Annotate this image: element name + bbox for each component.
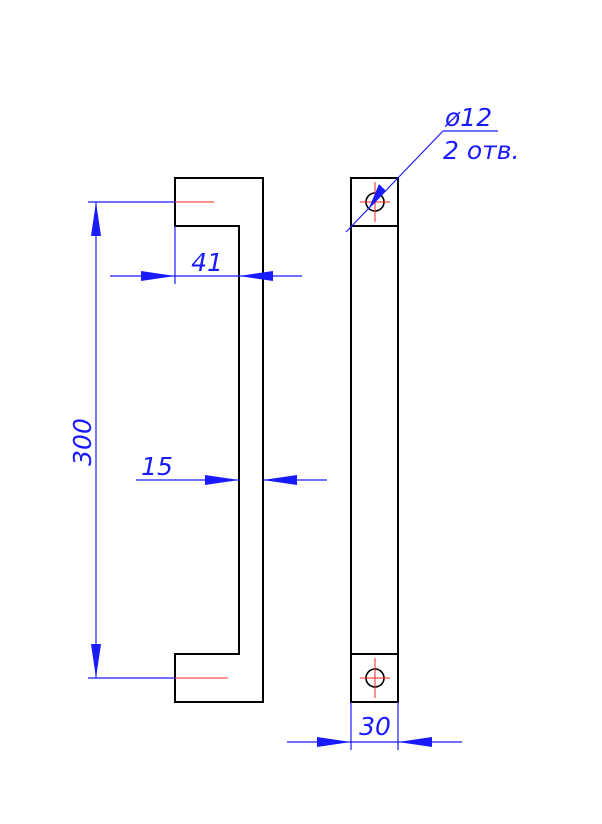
handle-side-outline (350, 177, 399, 703)
callout-leader (345, 130, 444, 233)
side-view (350, 177, 399, 703)
dimension-41: 41 (110, 226, 302, 284)
arrow-300-bottom (91, 644, 101, 678)
dimension-15: 15 (136, 452, 327, 485)
dimension-30: 30 (287, 702, 462, 750)
dimension-300: 300 (68, 201, 175, 679)
dim-label-30: 30 (359, 712, 391, 741)
arrow-41-right (239, 271, 273, 281)
handle-front-outline (174, 177, 264, 703)
arrow-15-right (263, 475, 297, 485)
callout-count-label: 2 отв. (443, 136, 519, 165)
dim-label-15: 15 (141, 452, 173, 481)
dim-label-300: 300 (68, 418, 97, 466)
arrow-30-left (317, 737, 351, 747)
arrow-30-right (398, 737, 432, 747)
arrow-41-left (141, 271, 175, 281)
callout-arrow (369, 184, 386, 208)
callout-diameter-label: ø12 (444, 103, 492, 132)
dim-label-41: 41 (191, 248, 223, 277)
hole-callout: ø12 2 отв. (345, 103, 519, 233)
arrow-300-top (91, 202, 101, 236)
arrow-15-left (205, 475, 239, 485)
